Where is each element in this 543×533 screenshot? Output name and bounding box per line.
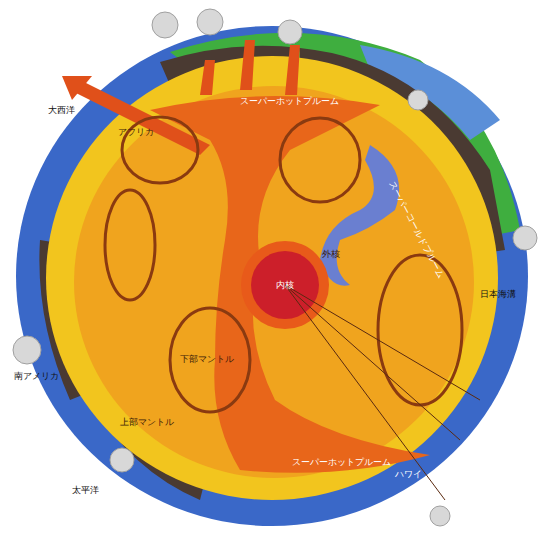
region-label: 日本海溝 (480, 290, 516, 300)
region-label: アフリカ (118, 128, 154, 138)
region-label: ハワイ (395, 470, 422, 480)
region-label: スーパーホットプルーム (240, 97, 339, 107)
region-label: 下部マントル (180, 355, 234, 365)
core-circle: 内核 (260, 270, 310, 300)
node-label: 内核 (276, 279, 294, 292)
region-label: 上部マントル (120, 418, 174, 428)
region-label: 南アメリカ (14, 372, 59, 382)
region-label: 大西洋 (48, 106, 75, 116)
region-label: スーパーホットプルーム (292, 458, 391, 468)
region-label: 太平洋 (72, 486, 99, 496)
region-label: 外核 (322, 250, 340, 260)
